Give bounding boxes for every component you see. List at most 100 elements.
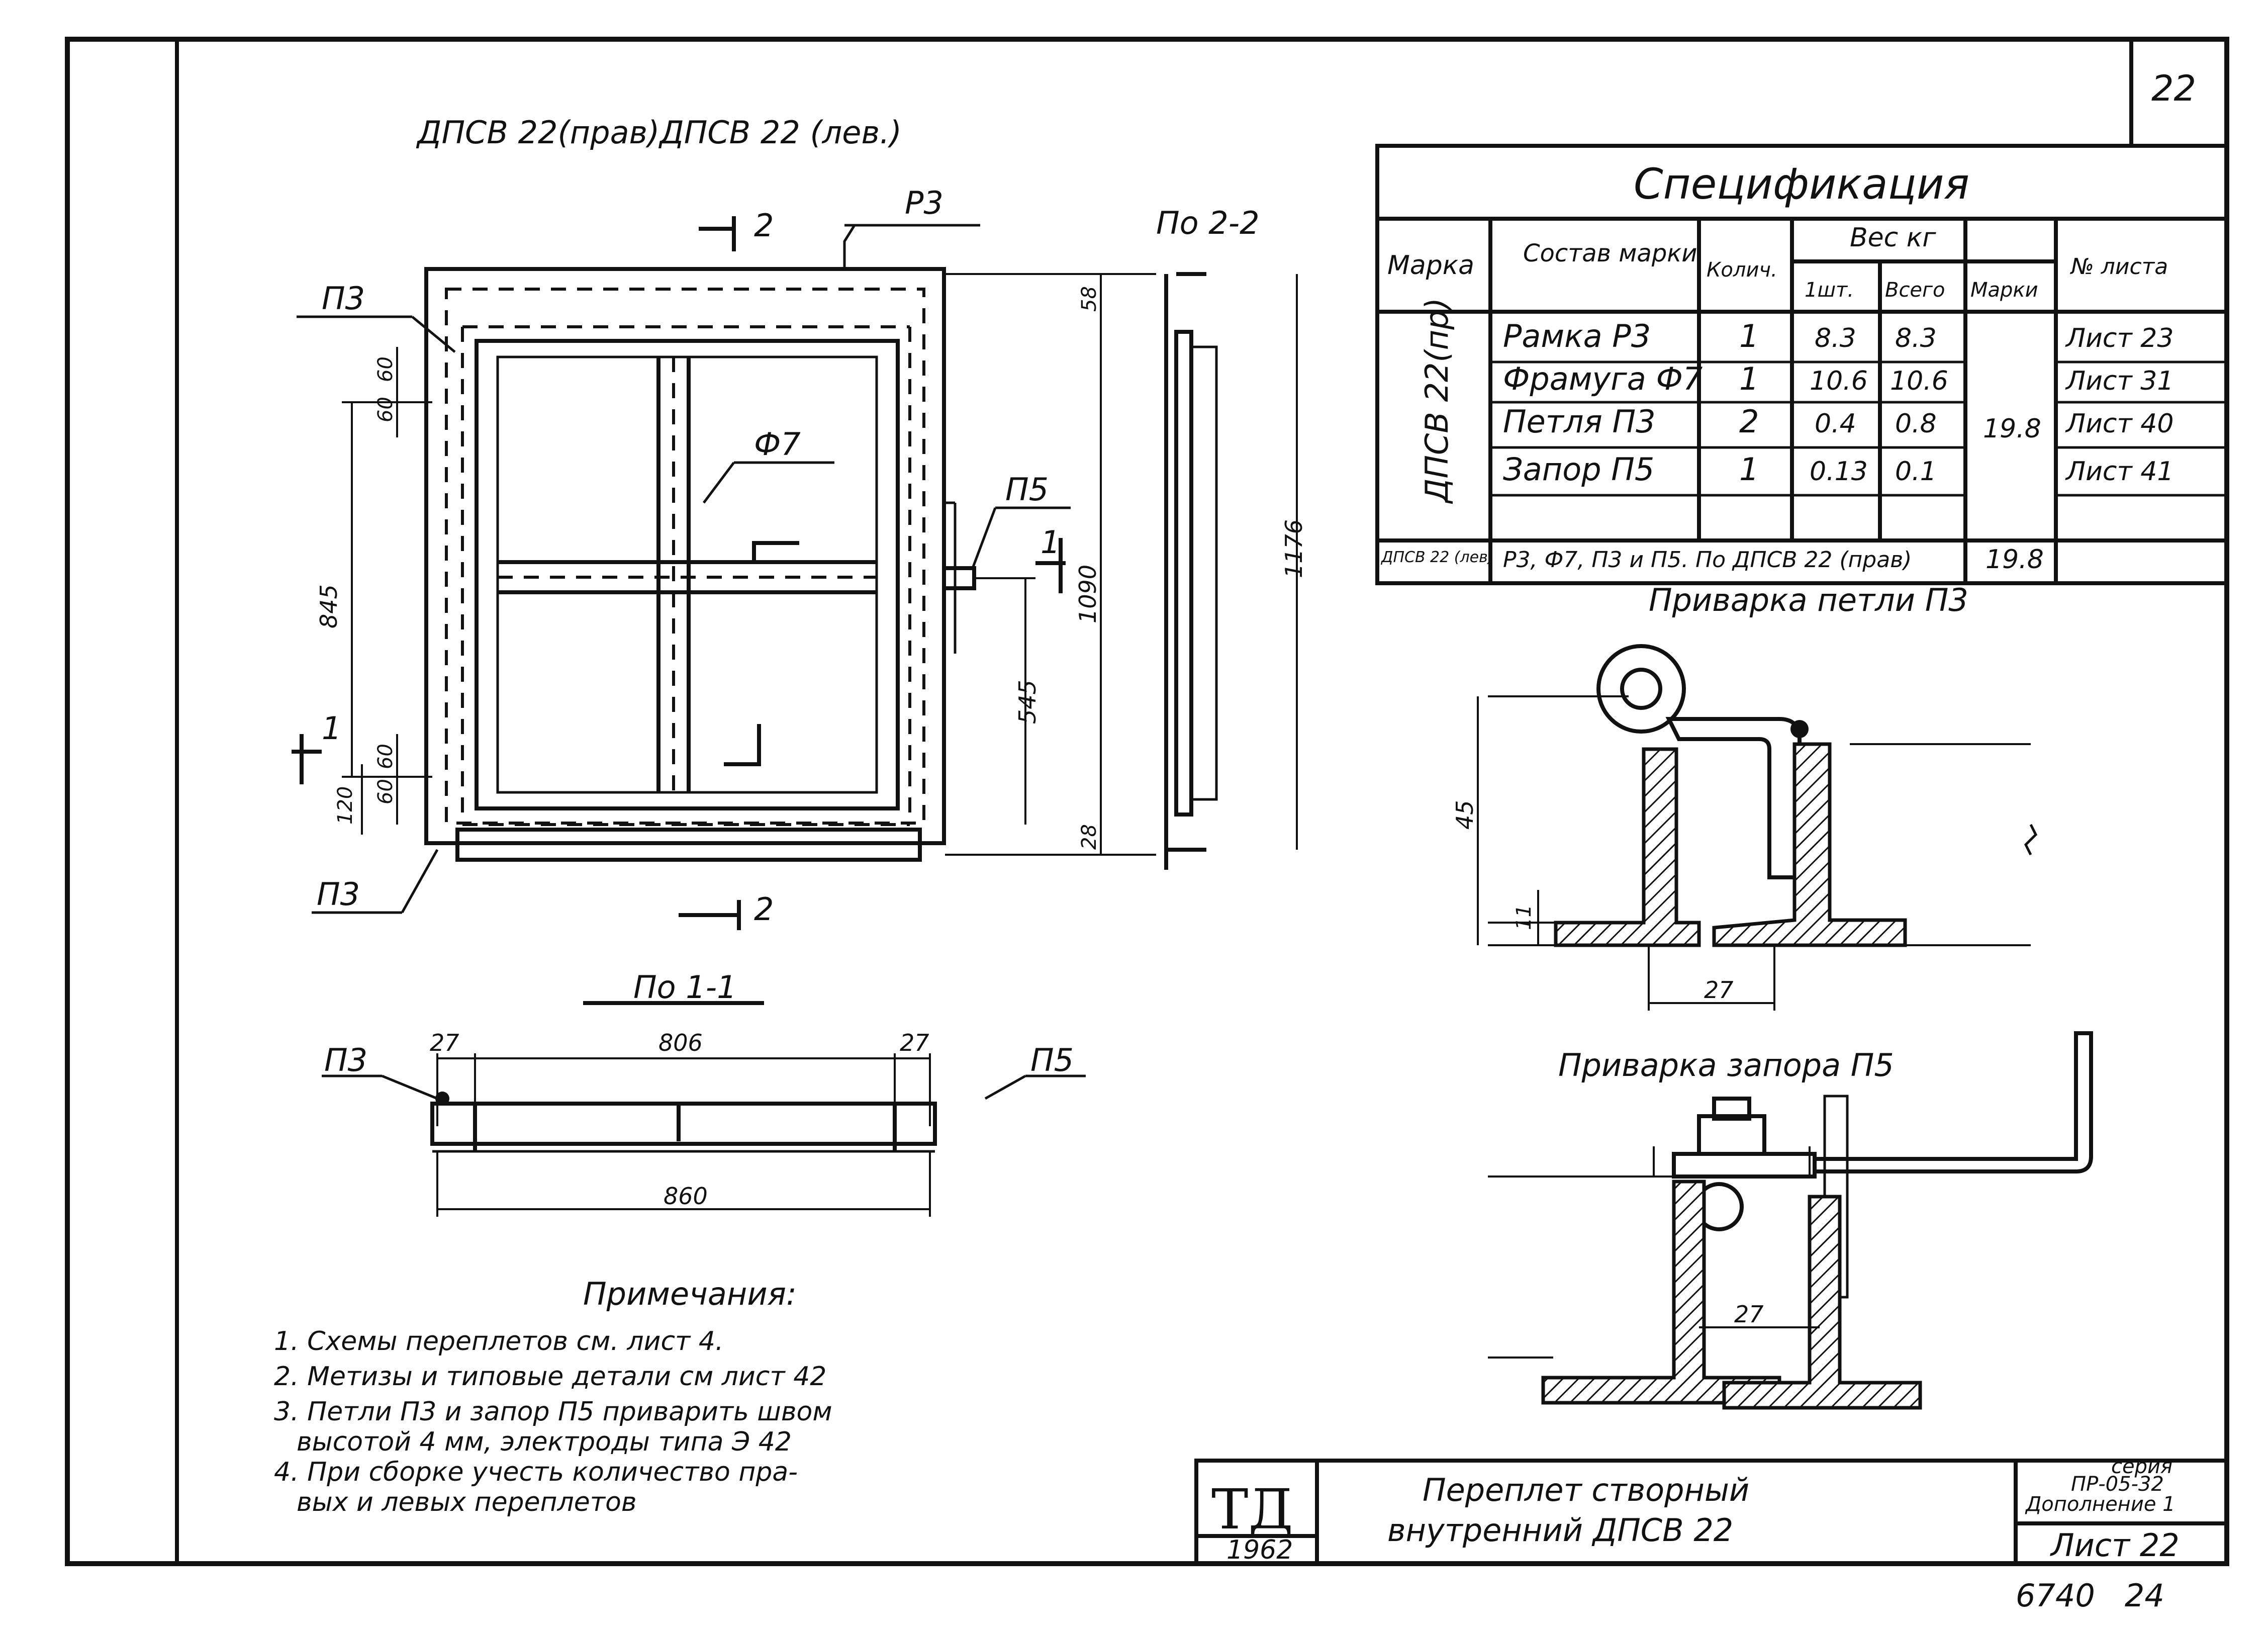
section-1-1: 27 806 27 860 [430, 1029, 937, 1217]
spec-title: Спецификация [1634, 159, 1969, 209]
footer-code: 6740 24 [2016, 1577, 2164, 1614]
note-line: 4. При сборке учесть количество пра- [274, 1457, 798, 1487]
spec-h-kol: Колич. [1707, 258, 1777, 282]
spec-row-sostav: Рамка Р3 [1503, 318, 1651, 354]
svg-text:545: 545 [1014, 680, 1041, 724]
detail-hinge-title: Приварка петли П3 [1649, 582, 1968, 618]
drawing-title: ДПСВ 22(прав)ДПСВ 22 (лев.) [416, 114, 902, 151]
note-line: высотой 4 мм, электроды типа Э 42 [297, 1427, 792, 1457]
label-pi5-section: П5 [984, 1042, 1086, 1100]
svg-text:2: 2 [754, 891, 774, 928]
svg-text:45: 45 [1451, 800, 1478, 830]
spec-row-kol: 1 [1739, 360, 1759, 397]
section-mark-2-top: 2 [699, 207, 774, 251]
svg-text:27: 27 [1734, 1301, 1764, 1328]
svg-text:27: 27 [1704, 976, 1734, 1004]
svg-text:60: 60 [374, 356, 397, 382]
spec-h-vesmarki: Марки [1970, 279, 2038, 302]
section-mark-1-right: 1 [1035, 524, 1066, 593]
spec-h-marka: Марка [1387, 250, 1474, 281]
spec-row-sostav: Запор П5 [1503, 451, 1654, 488]
svg-text:60: 60 [374, 397, 397, 422]
spec-h-sostav: Состав марки [1523, 239, 1697, 267]
svg-text:1: 1 [322, 710, 341, 747]
svg-text:27: 27 [900, 1029, 929, 1056]
spec-row-list: Лист 23 [2065, 323, 2174, 353]
svg-text:120: 120 [334, 786, 357, 825]
svg-text:806: 806 [658, 1029, 703, 1056]
spec-h-ves: Вес кг [1850, 223, 1936, 253]
note-line: вых и левых переплетов [297, 1487, 637, 1517]
dim-right: 545 58 1090 28 1176 [945, 273, 1307, 856]
svg-text:Ф7: Ф7 [754, 426, 801, 463]
spec-row-sostav: Фрамуга Ф7 [1503, 360, 1703, 397]
spec-h-ves1: 1шт. [1805, 279, 1854, 302]
spec-row-list: Лист 31 [2065, 366, 2174, 396]
svg-text:27: 27 [430, 1029, 459, 1056]
notes-title: Примечания: [583, 1276, 797, 1312]
spec-rows: Рамка Р3 1 8.3 8.3 Лист 23 Фрамуга Ф7 1 … [1380, 318, 2174, 575]
label-f7: Ф7 [703, 426, 834, 504]
title-sheet: Лист 22 [2050, 1527, 2180, 1564]
svg-text:28: 28 [1078, 824, 1101, 850]
spec-last-text: Р3, Ф7, П3 и П5. По ДПСВ 22 (прав) [1503, 547, 1912, 573]
label-pi5-top: П5 [971, 471, 1071, 569]
svg-text:1: 1 [1041, 524, 1060, 561]
svg-text:П3: П3 [317, 876, 360, 913]
svg-text:1090: 1090 [1074, 565, 1101, 623]
title-block [1194, 1459, 2229, 1566]
dim-left: 845 60 60 60 60 120 [315, 347, 432, 835]
spec-mark-vertical: ДПСВ 22(пр) [1419, 298, 1455, 504]
spec-row-sostav: Петля П3 [1503, 403, 1656, 440]
detail-hinge: 45 11 27 [1451, 644, 2038, 1011]
note-line: 3. Петли П3 и запор П5 приварить швом [274, 1397, 832, 1427]
spec-row-wall: 0.8 [1895, 409, 1937, 439]
spec-row-wall: 0.1 [1895, 457, 1937, 487]
section-2-2 [1164, 272, 1218, 870]
detail-lock: 27 [1488, 1031, 2093, 1410]
label-p3-top: Р3 [843, 185, 980, 269]
svg-text:1176: 1176 [1280, 519, 1307, 578]
spec-row-wall: 8.3 [1895, 323, 1937, 353]
svg-text:860: 860 [664, 1183, 708, 1210]
notes: Примечания: 1. Схемы переплетов см. лист… [274, 1276, 832, 1517]
section-2-2-label: По 2-2 [1156, 205, 1260, 241]
series-line-1: серия [2111, 1455, 2172, 1478]
svg-text:60: 60 [374, 779, 397, 804]
svg-text:845: 845 [315, 584, 342, 628]
spec-row-kol: 1 [1739, 318, 1759, 354]
note-line: 2. Метизы и типовые детали см лист 42 [274, 1362, 826, 1392]
detail-lock-title: Приварка запора П5 [1558, 1047, 1894, 1083]
spec-row-w1: 0.13 [1810, 457, 1868, 487]
note-line: 1. Схемы переплетов см. лист 4. [274, 1326, 723, 1357]
svg-text:60: 60 [374, 744, 397, 769]
svg-text:Р3: Р3 [905, 185, 943, 221]
svg-text:П3: П3 [322, 280, 365, 317]
section-mark-2-bottom: 2 [679, 891, 774, 930]
label-pi3-top: П3 [297, 280, 456, 353]
spec-row-w1: 8.3 [1815, 323, 1856, 353]
sheet-number: 22 [2151, 68, 2196, 109]
spec-marka-weight: 19.8 [1983, 414, 2041, 444]
svg-text:П5: П5 [1030, 1042, 1074, 1078]
svg-text:П3: П3 [324, 1042, 367, 1078]
series-line-2: ПР-05-32 [2071, 1473, 2164, 1496]
spec-row-list: Лист 41 [2065, 457, 2174, 487]
spec-row-wall: 10.6 [1890, 366, 1948, 396]
spec-last-mark: ДПСВ 22 (лев) [1380, 549, 1494, 566]
label-pi3-section: П3 [322, 1042, 438, 1100]
svg-text:11: 11 [1513, 905, 1536, 930]
series-line-3: Дополнение 1 [2025, 1493, 2176, 1516]
title-name-1: Переплет створный [1423, 1472, 1749, 1508]
spec-row-w1: 10.6 [1810, 366, 1868, 396]
spec-last-weight: 19.8 [1986, 545, 2044, 575]
spec-h-list: № листа [2069, 254, 2168, 280]
section-mark-1-left: 1 [292, 710, 341, 784]
svg-text:П5: П5 [1005, 471, 1049, 508]
spec-h-vesall: Всего [1885, 279, 1945, 302]
frame-elevation [424, 267, 976, 862]
spec-row-list: Лист 40 [2065, 409, 2174, 439]
spec-table [1375, 144, 2229, 585]
logo: ТД [1211, 1477, 1293, 1542]
